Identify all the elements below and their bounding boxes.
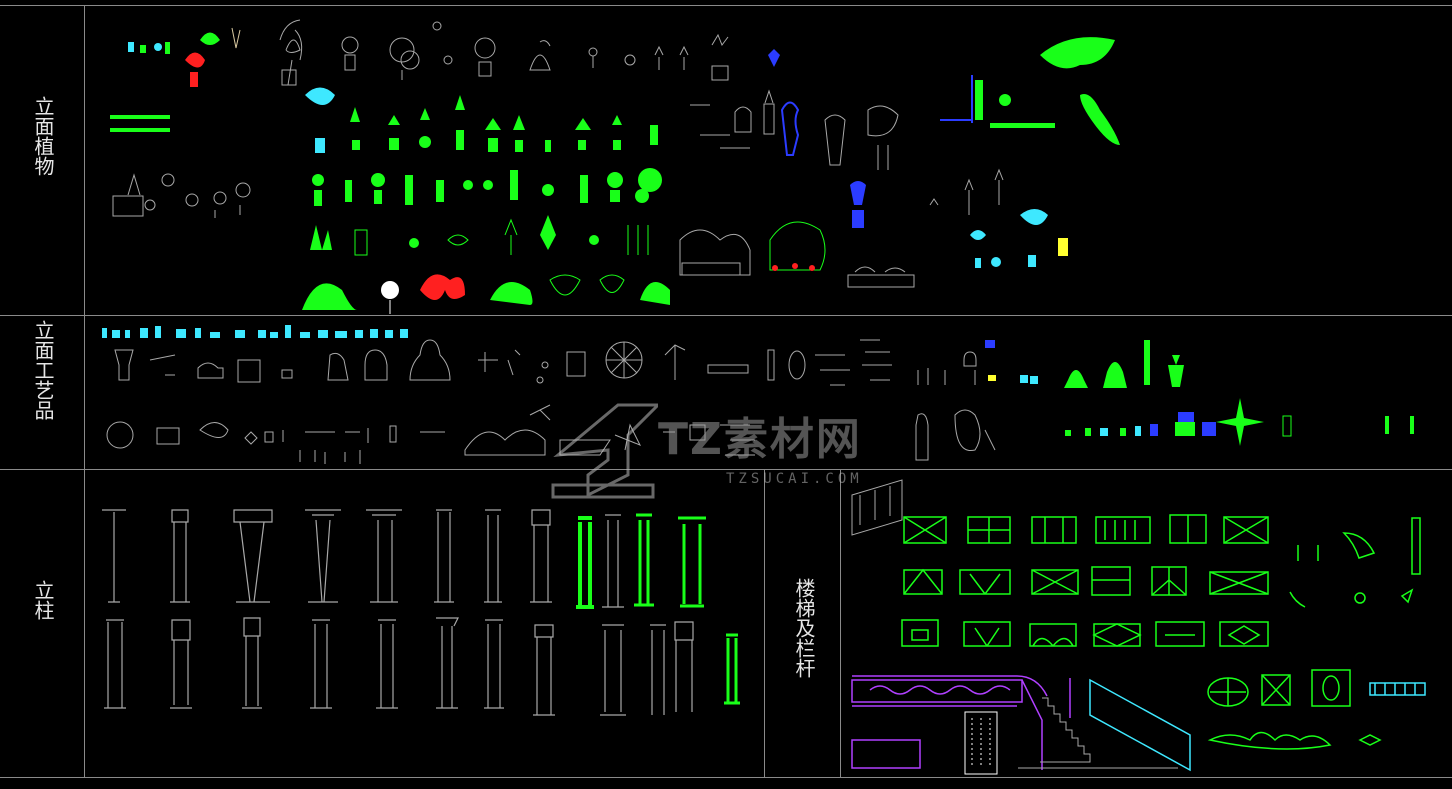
watermark: TZ素材网 TZSUCAI.COM [548,395,908,505]
small-blue-plant [768,49,780,67]
craft-symbols[interactable] [102,325,1414,464]
watermark-url: TZSUCAI.COM [726,471,863,487]
label-column-divider [84,5,85,777]
watermark-logo-icon [551,403,662,499]
stairs-label-left-divider [764,469,765,777]
row-divider-1 [0,315,1452,316]
green-plant-row-4 [302,274,670,314]
red-plant [420,274,465,300]
gray-railing-top [851,479,903,536]
railing-symbols[interactable] [901,514,1421,750]
frame-top-line [0,5,1452,6]
stair-steps [964,697,1178,775]
green-plant-row-1 [350,95,658,152]
stairs-label-right-divider [840,469,841,777]
yellow-plant [1058,238,1068,256]
watermark-brand: TZ素材网 [658,414,862,465]
magenta-balustrade [851,675,1071,770]
section-label-plants: 立面植物 [31,96,55,176]
plant-symbols[interactable] [110,19,1120,314]
row-divider-2 [0,469,1452,470]
green-tree-pair [769,221,826,271]
section-label-stairs: 楼梯及栏杆 [792,578,816,678]
column-symbols[interactable] [102,509,740,716]
section-label-columns: 立柱 [31,580,55,620]
frame-bottom-line [0,777,1452,778]
blue-plant [780,101,800,156]
section-label-crafts: 立面工艺品 [31,320,55,420]
green-plant-row-3 [310,215,649,256]
green-plant-row-2 [312,168,662,206]
cyan-railing [1089,678,1426,772]
